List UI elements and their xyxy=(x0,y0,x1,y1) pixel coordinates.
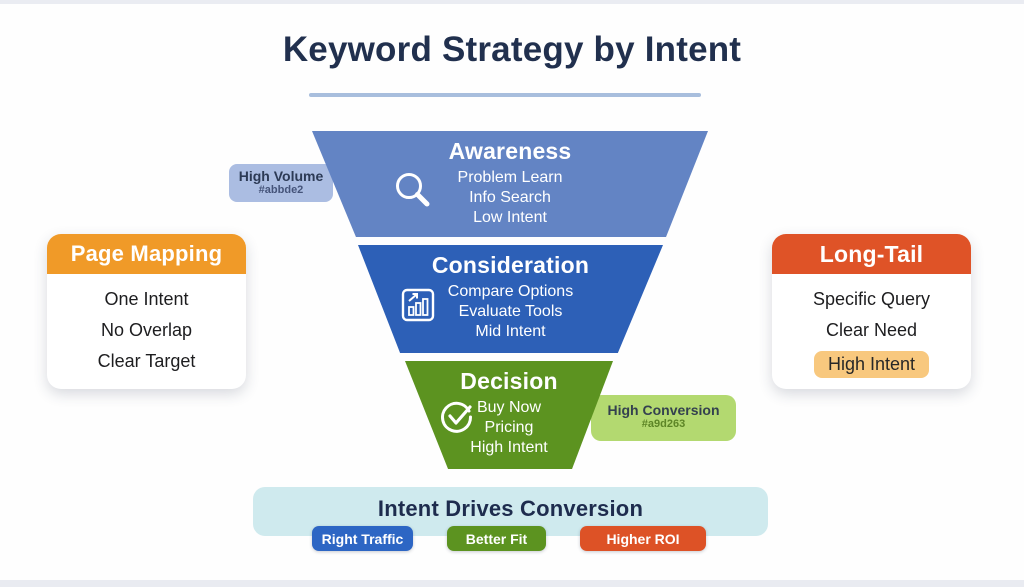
stage-line: Evaluate Tools xyxy=(458,303,563,320)
long-tail-card-header: Long-Tail xyxy=(772,234,971,274)
better-fit-chip: Better Fit xyxy=(447,526,546,551)
page-mapping-card-body: One Intent No Overlap Clear Target xyxy=(47,274,246,372)
stage-name-awareness: Awareness xyxy=(448,138,572,164)
page-mapping-card: Page Mapping One Intent No Overlap Clear… xyxy=(47,234,246,389)
check-circle-icon xyxy=(439,399,475,440)
title-underline xyxy=(309,93,701,97)
high-volume-tag: High Volume #abbde2 xyxy=(229,164,333,202)
card-item: Clear Need xyxy=(825,320,918,340)
funnel-stage-awareness: Awareness Problem Learn Info Search Low … xyxy=(312,131,708,237)
funnel-stage-decision: Decision Buy Now Pricing High Intent xyxy=(405,361,613,469)
bottom-border-strip xyxy=(0,580,1024,587)
page-mapping-card-title: Page Mapping xyxy=(70,241,223,266)
page-title: Keyword Strategy by Intent xyxy=(282,30,742,69)
conversion-banner-title: Intent Drives Conversion xyxy=(377,496,644,521)
long-tail-card: Long-Tail Specific Query Clear Need High… xyxy=(772,234,971,389)
card-item: No Overlap xyxy=(100,320,193,340)
funnel-stage-consideration: Consideration Compare Options Evaluate T… xyxy=(358,245,663,353)
right-traffic-chip: Right Traffic xyxy=(312,526,413,551)
high-volume-hex: #abbde2 xyxy=(258,184,304,196)
stage-line: Low Intent xyxy=(473,209,547,226)
bar-chart-icon xyxy=(401,288,435,327)
page-mapping-card-header: Page Mapping xyxy=(47,234,246,274)
stage-line: Mid Intent xyxy=(475,323,546,340)
stage-lines-consideration: Compare Options Evaluate Tools Mid Inten… xyxy=(358,282,663,342)
top-border-strip xyxy=(0,0,1024,4)
high-intent-highlight: High Intent xyxy=(813,351,930,378)
stage-line: High Intent xyxy=(470,439,548,456)
high-volume-label: High Volume xyxy=(238,168,324,184)
card-item: One Intent xyxy=(104,289,189,309)
stage-line: Compare Options xyxy=(447,283,574,300)
stage-line: Pricing xyxy=(484,419,534,436)
high-conversion-hex: #a9d263 xyxy=(641,418,686,430)
high-conversion-tag: High Conversion #a9d263 xyxy=(591,395,736,441)
high-conversion-label: High Conversion xyxy=(607,402,720,418)
stage-lines-awareness: Problem Learn Info Search Low Intent xyxy=(312,168,708,228)
stage-line: Problem Learn xyxy=(457,169,563,186)
stage-lines-decision: Buy Now Pricing High Intent xyxy=(405,398,613,458)
search-icon xyxy=(392,169,434,216)
card-item: Clear Target xyxy=(97,351,196,371)
stage-line: Buy Now xyxy=(476,399,542,416)
stage-name-consideration: Consideration xyxy=(431,252,590,278)
card-item: Specific Query xyxy=(812,289,931,309)
long-tail-card-body: Specific Query Clear Need High Intent xyxy=(772,274,971,378)
long-tail-card-title: Long-Tail xyxy=(819,240,924,267)
stage-line: Info Search xyxy=(469,189,551,206)
stage-name-decision: Decision xyxy=(460,368,558,394)
higher-roi-chip: Higher ROI xyxy=(580,526,706,551)
